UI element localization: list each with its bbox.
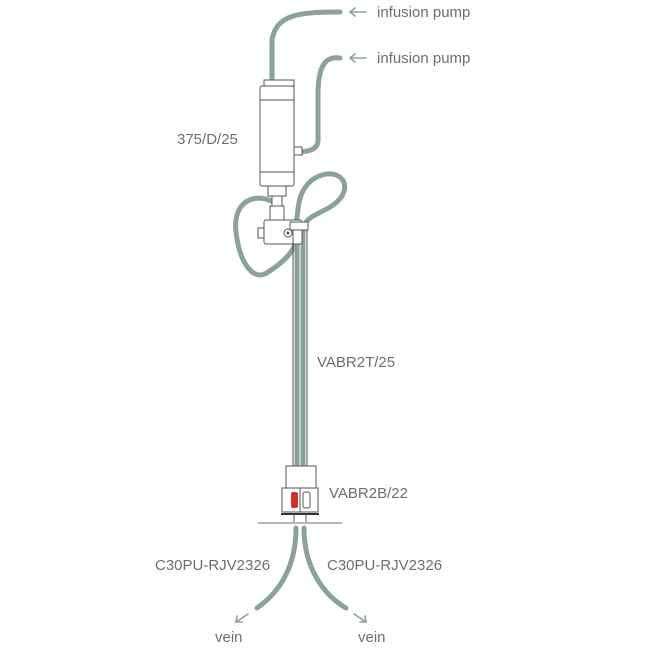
- tube-pump-top: [269, 9, 343, 85]
- swivel-upper: [269, 205, 285, 221]
- rod-top-bracket: [289, 221, 309, 231]
- arrow-pump-second: [349, 53, 367, 63]
- arrow-vein-right: [353, 613, 367, 623]
- syringe-375-d-25: [259, 79, 303, 209]
- label-vein-right: vein: [358, 629, 386, 646]
- catheter-right: [301, 525, 349, 611]
- label-catheter-right: C30PU-RJV2326: [327, 557, 442, 574]
- label-catheter-left: C30PU-RJV2326: [155, 557, 270, 574]
- base-fluid-red: [291, 492, 298, 508]
- catheter-left: [254, 525, 299, 611]
- base-vabr2b-22: [281, 465, 319, 524]
- tube-loop-right: [293, 171, 348, 473]
- base-fluid-clear: [302, 491, 311, 509]
- label-syringe: 375/D/25: [177, 131, 238, 148]
- label-infusion-pump-top: infusion pump: [377, 4, 470, 21]
- base-upper-block: [285, 465, 317, 489]
- arrow-vein-left: [235, 613, 249, 623]
- syringe-side-port: [293, 146, 303, 156]
- tube-loop-left: [233, 195, 299, 278]
- arrow-pump-top: [349, 7, 367, 17]
- swivel-screw-center: [286, 231, 290, 235]
- label-infusion-pump-second: infusion pump: [377, 50, 470, 67]
- label-base: VABR2B/22: [329, 485, 408, 502]
- swivel-knob: [257, 227, 265, 239]
- syringe-cap-top: [263, 79, 295, 87]
- syringe-neck: [267, 185, 287, 197]
- label-rod: VABR2T/25: [317, 354, 395, 371]
- label-vein-left: vein: [215, 629, 243, 646]
- syringe-body: [259, 85, 295, 187]
- tube-pump-second: [293, 55, 343, 155]
